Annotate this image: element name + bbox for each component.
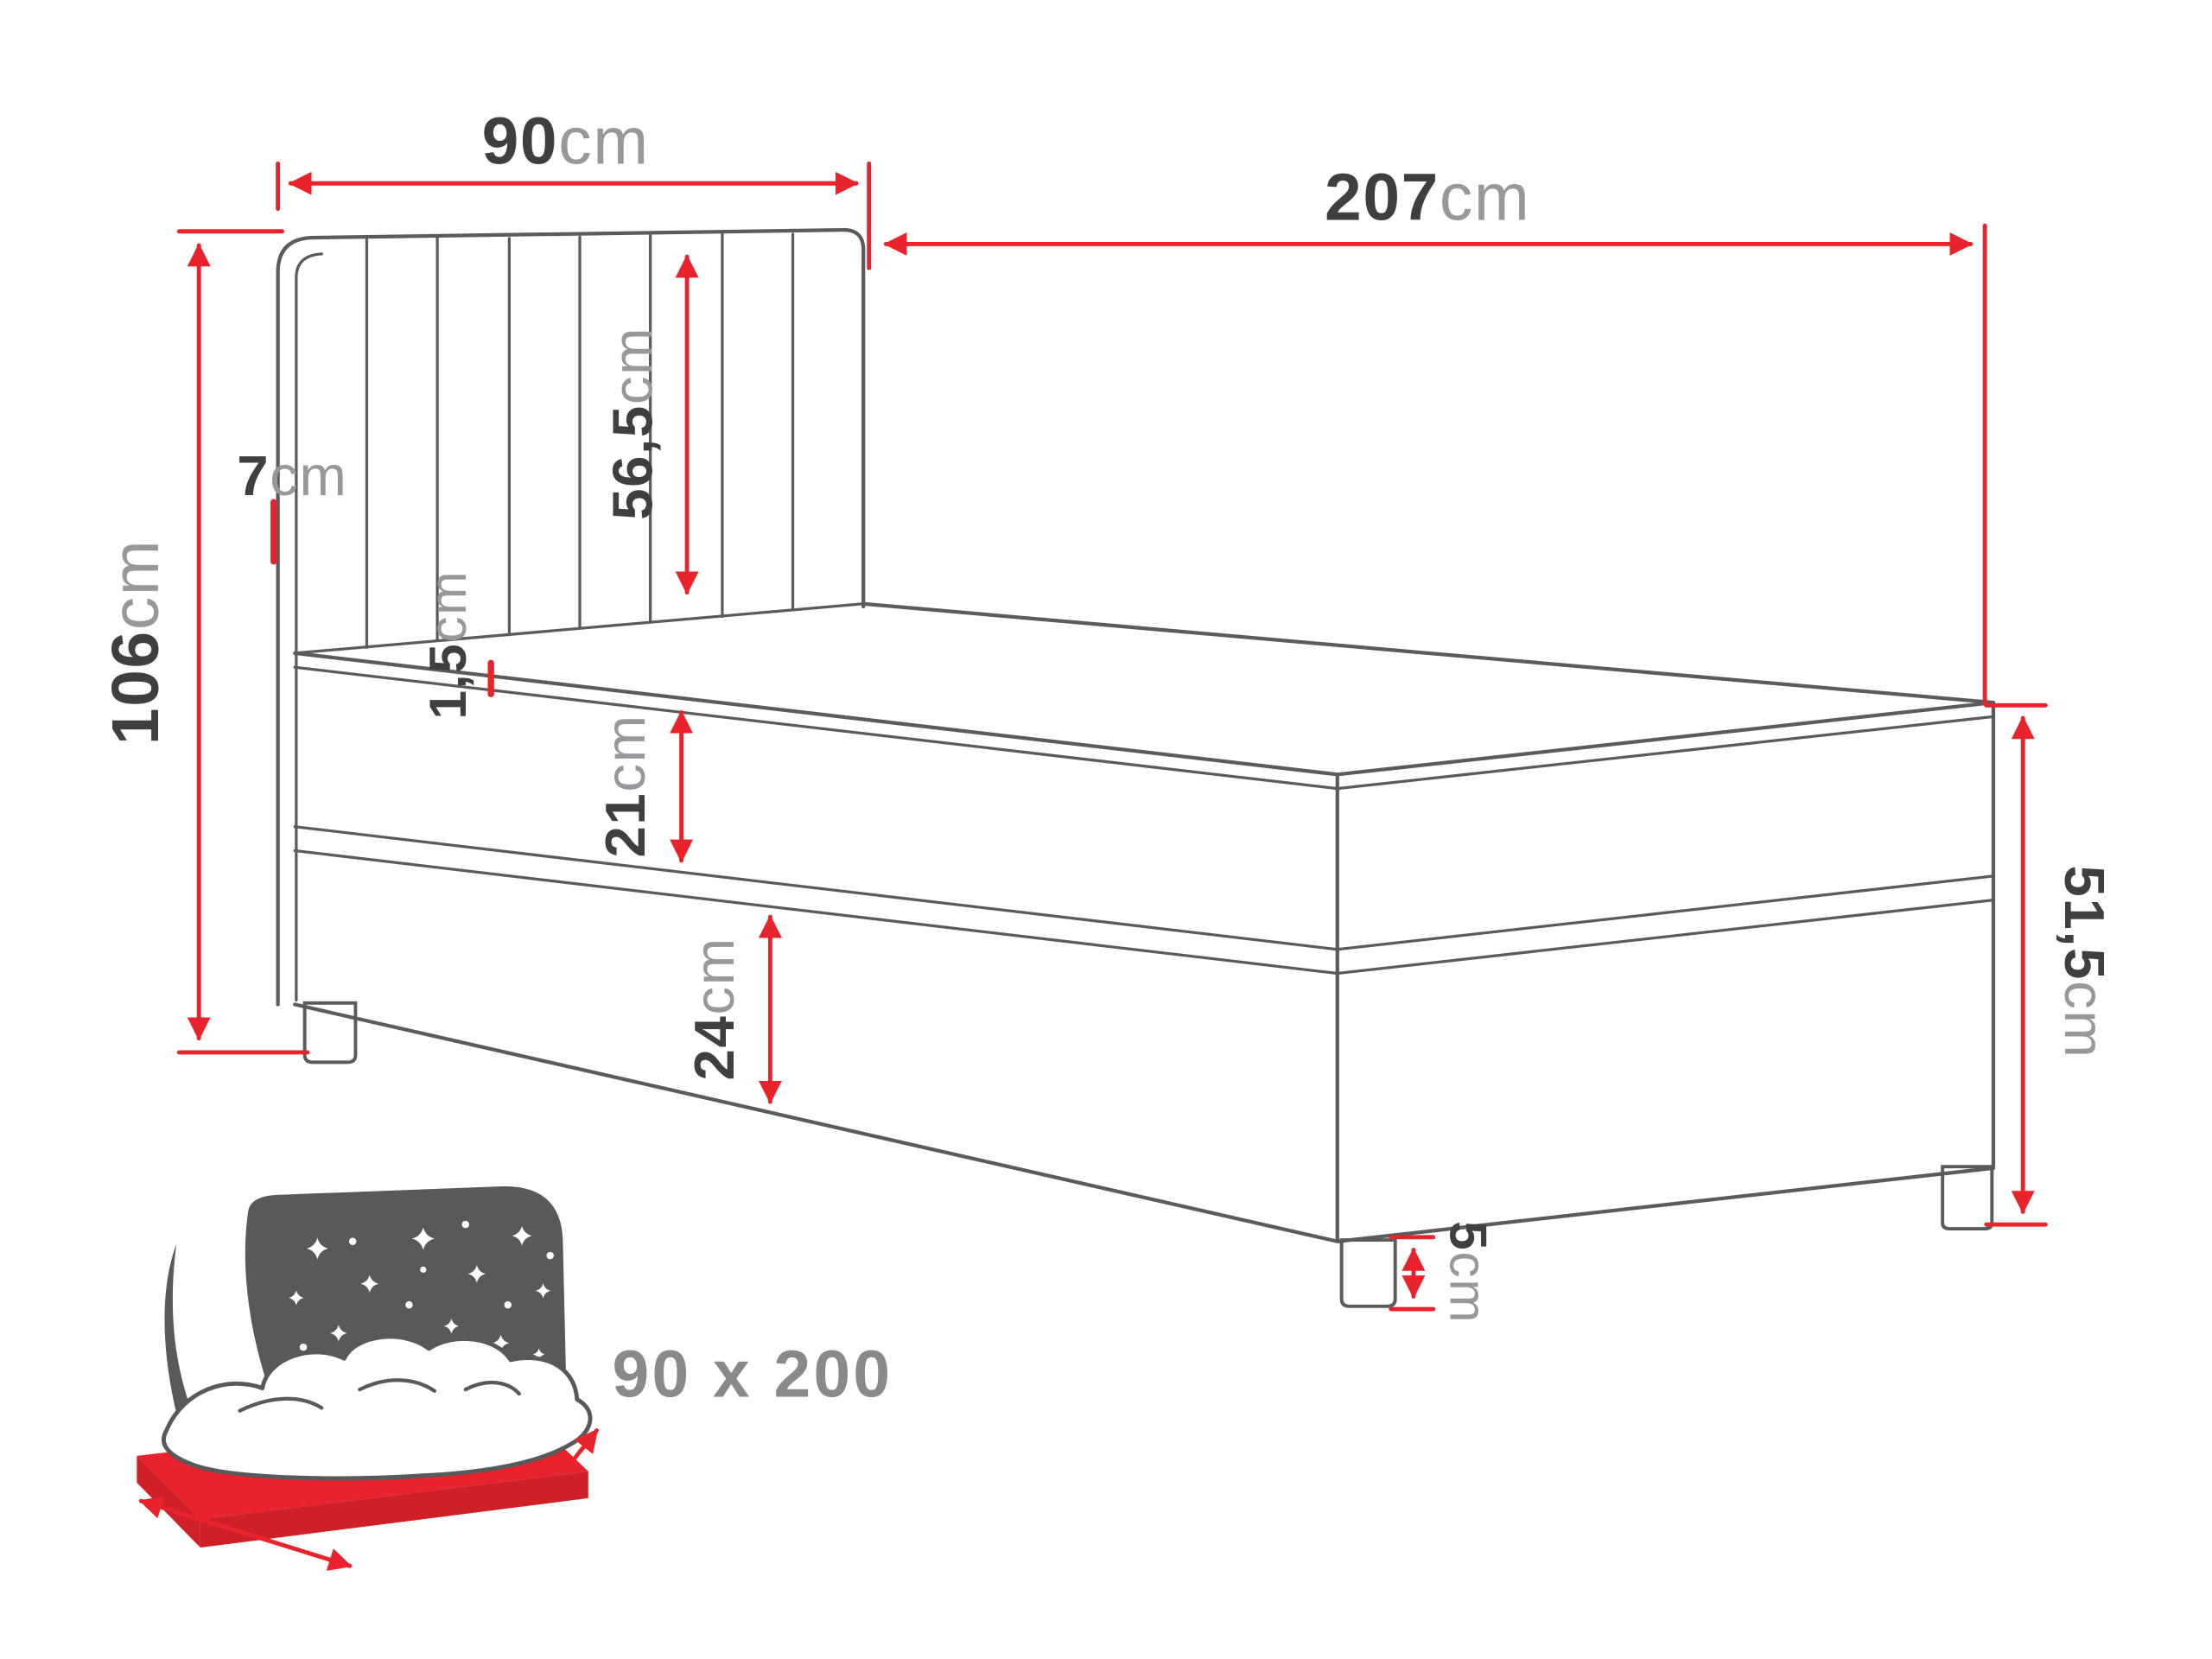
- dim-value: 56,5: [601, 404, 664, 520]
- logo-length-arrow: [138, 1496, 353, 1571]
- dim-unit: cm: [601, 327, 664, 404]
- dim-label-panel-height: 56,5cm: [601, 327, 664, 520]
- bed-outline: [276, 227, 1996, 1308]
- dim-label-headboard-width: 90cm: [482, 105, 650, 178]
- dim-value: 5: [1439, 1221, 1497, 1251]
- dim-label-mattress-height: 21cm: [594, 714, 657, 857]
- mattress-piping-line: [293, 665, 1995, 791]
- logo-duvet-folds: [238, 1378, 521, 1413]
- bed-leg-front-right: [1339, 1238, 1397, 1308]
- dimension-lines: [176, 161, 2048, 1312]
- dim-value: 106: [99, 630, 173, 745]
- dim-unit: cm: [418, 570, 477, 643]
- sleeping-area-size-label: 90 x 200: [613, 1338, 893, 1411]
- dim-unit: cm: [99, 539, 173, 631]
- mattress-back-edge-at-headboard: [293, 602, 865, 655]
- logo-duvet: [161, 1334, 593, 1481]
- dim-unit: cm: [2053, 981, 2116, 1058]
- logo-headboard-sliver: [164, 1244, 200, 1429]
- dim-unit: cm: [270, 444, 347, 507]
- dim-label-side-height: 51,5cm: [2053, 866, 2116, 1059]
- dim-label-total-length: 207cm: [1325, 162, 1530, 235]
- dim-value: 90: [482, 105, 559, 178]
- bed-leg-back-right: [1941, 1165, 1994, 1230]
- dimension-extension-ticks: [176, 161, 2048, 1312]
- dim-unit: cm: [1439, 1251, 1497, 1324]
- headboard-channel-lines: [365, 232, 795, 650]
- mattress-bottom-seam: [293, 825, 1995, 951]
- dim-unit: cm: [594, 714, 657, 791]
- dim-label-base-height: 24cm: [683, 937, 746, 1080]
- logo-width-arrow: [562, 1428, 600, 1474]
- dim-value: 1,5: [418, 643, 477, 720]
- dim-unit: cm: [683, 937, 746, 1014]
- dim-value: 7: [237, 444, 270, 507]
- bed-logo-badge: 90 x 200: [137, 1186, 893, 1571]
- headboard-side-inner-edge: [295, 252, 323, 1002]
- dim-value: 24: [683, 1015, 746, 1081]
- dim-label-total-height: 106cm: [99, 539, 173, 745]
- dim-label-mattress-edge: 1,5cm: [418, 570, 477, 720]
- bed-leg-front-left: [302, 1001, 358, 1065]
- dim-label-headboard-side: 7cm: [237, 444, 347, 507]
- dim-value: 51,5: [2053, 866, 2116, 982]
- mattress-top-front-edge: [293, 651, 1996, 777]
- headboard-outer-edge: [276, 227, 866, 1007]
- bed-far-top-edge: [861, 601, 1996, 705]
- dim-value: 207: [1325, 162, 1440, 235]
- dim-unit: cm: [558, 105, 650, 178]
- dimension-labels: 90cm 207cm 106cm 7cm 56,5cm 1,5cm 21cm 2…: [99, 105, 2116, 1324]
- dim-value: 21: [594, 792, 657, 858]
- dim-unit: cm: [1440, 162, 1531, 235]
- dim-label-leg-height: 5cm: [1439, 1221, 1497, 1324]
- base-top-seam: [293, 849, 1995, 976]
